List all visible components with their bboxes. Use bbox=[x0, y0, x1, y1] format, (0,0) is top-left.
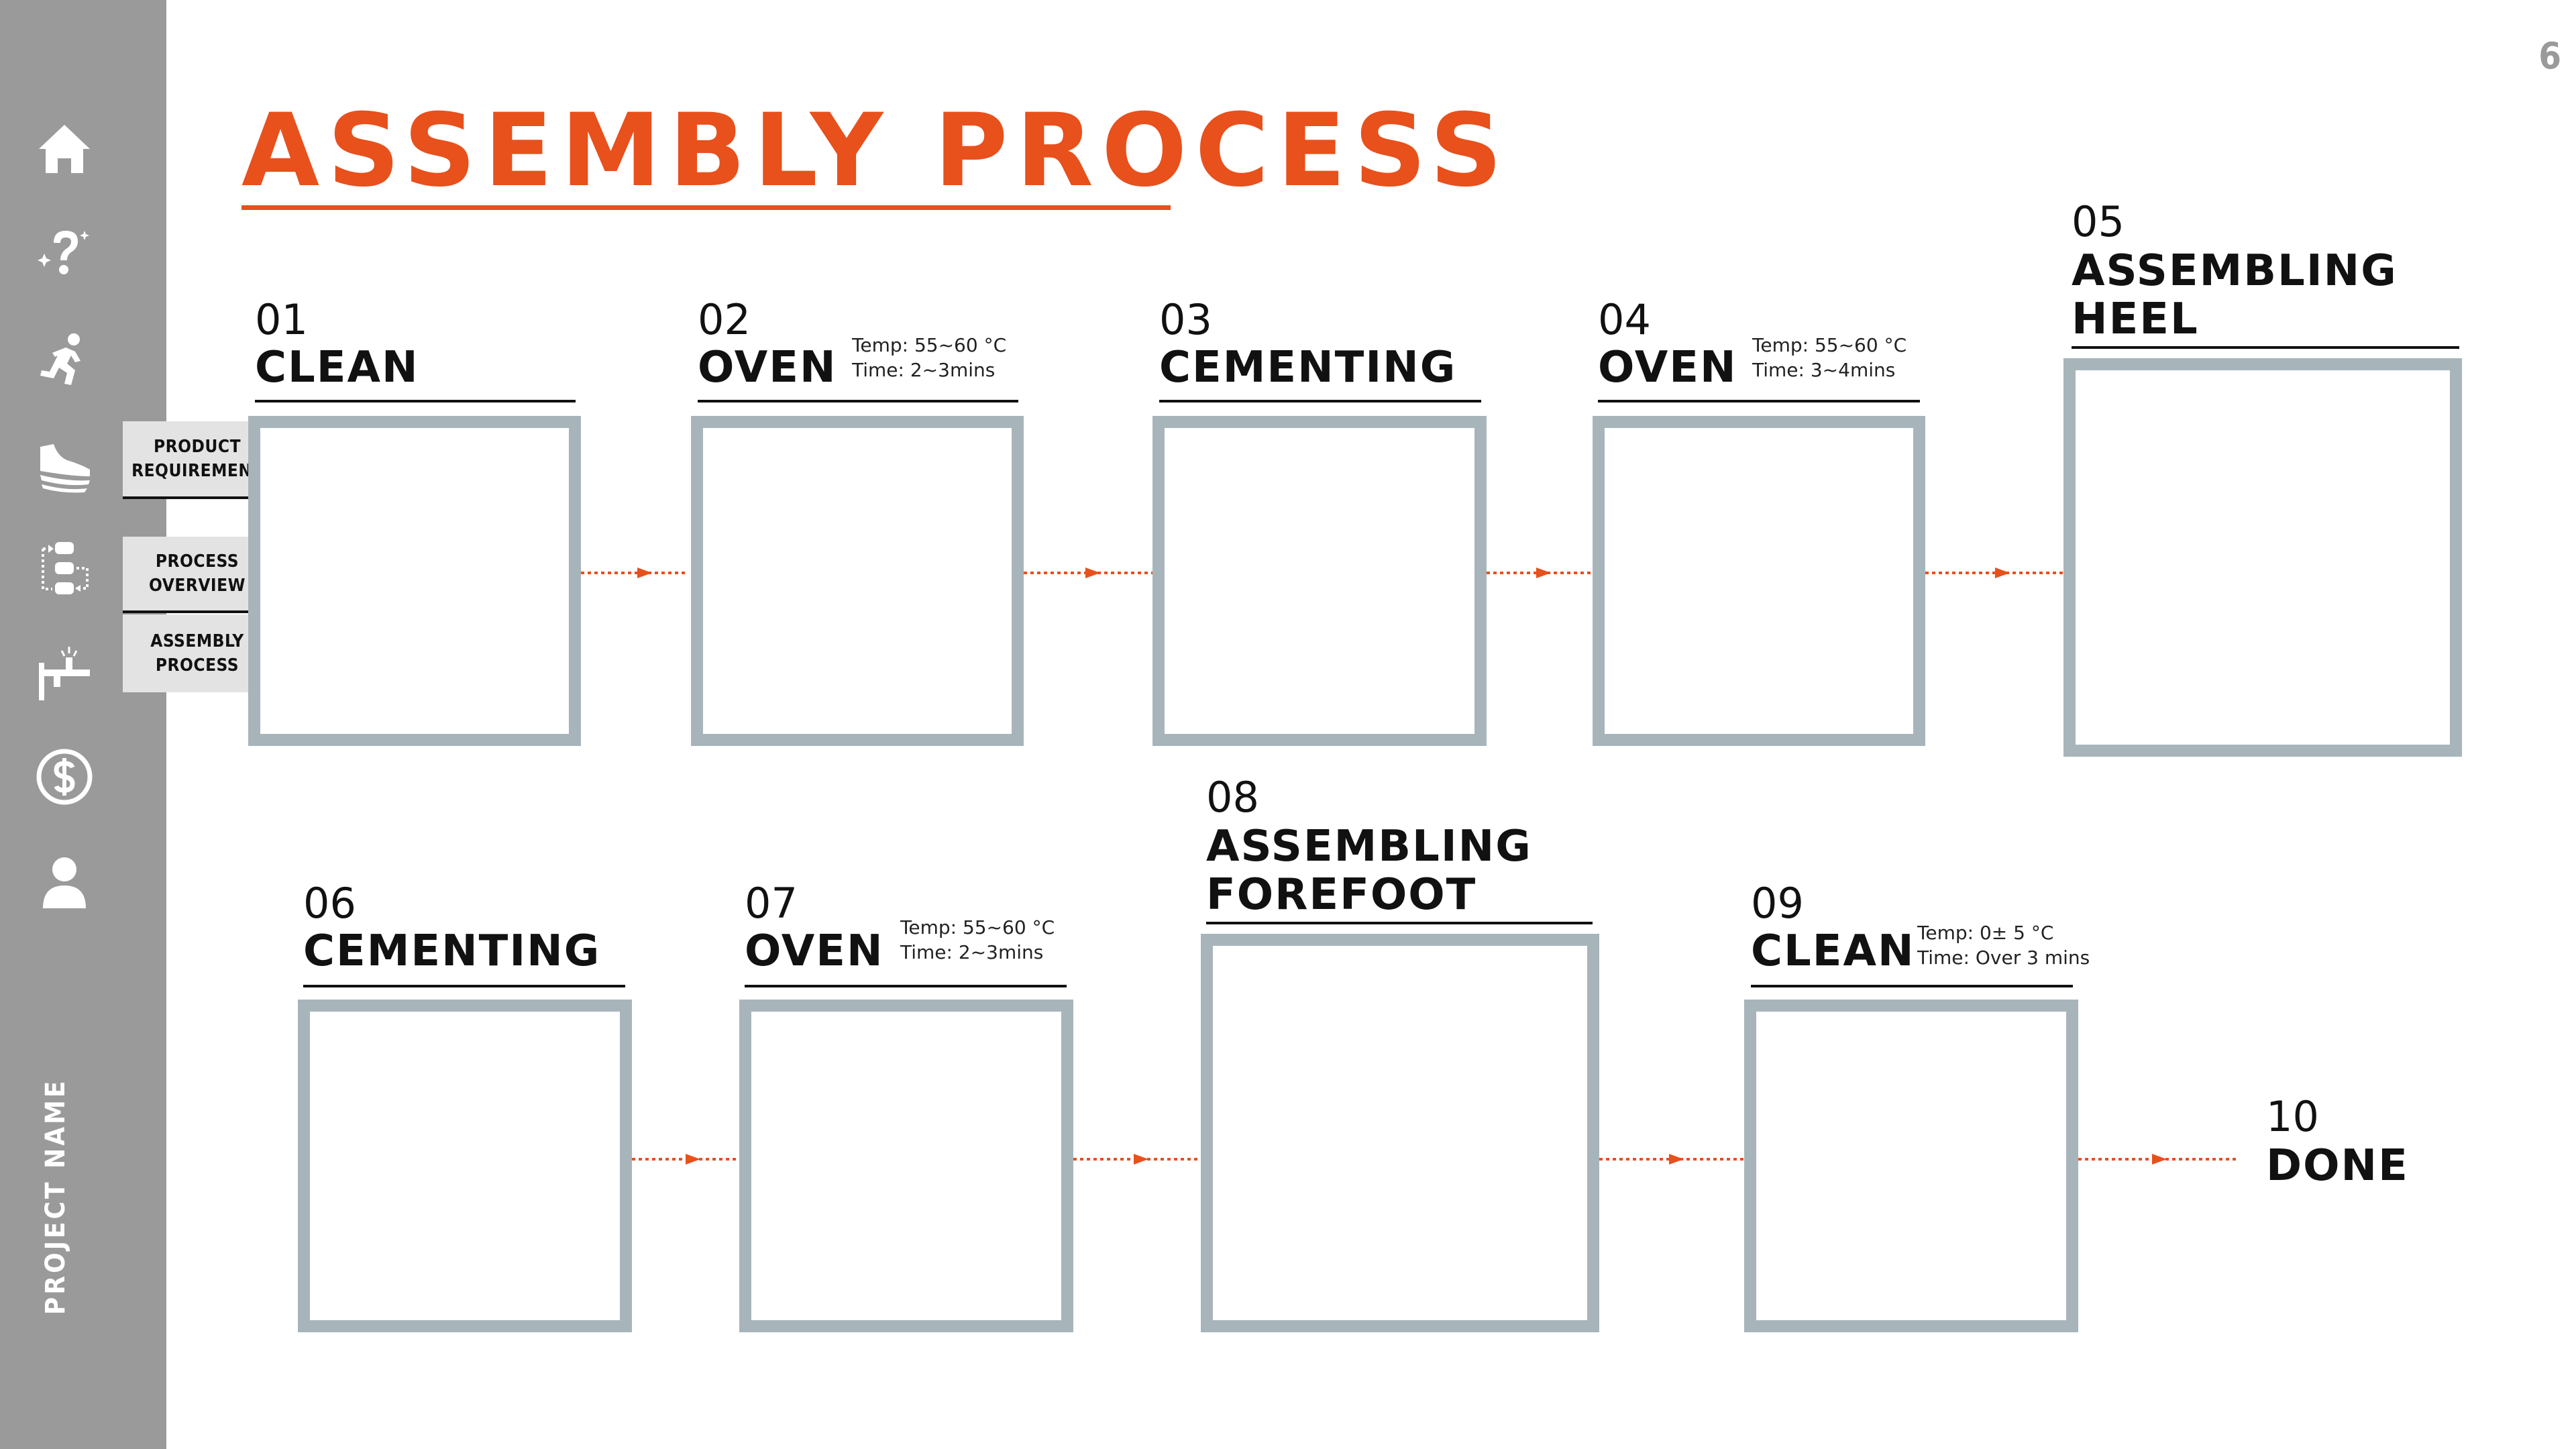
step-number: 06 bbox=[303, 879, 356, 928]
step-underline bbox=[1751, 985, 2073, 987]
step-temp: Temp: 0± 5 °C bbox=[1917, 922, 2054, 944]
title-underline bbox=[241, 205, 1171, 210]
step-name-line1: ASSEMBLING bbox=[1206, 822, 1532, 871]
subnav-label: OVERVIEW bbox=[149, 576, 246, 596]
step-name-line2: HEEL bbox=[2072, 294, 2199, 344]
step-underline bbox=[1598, 400, 1920, 402]
step-name: OVEN bbox=[745, 926, 884, 976]
user-icon[interactable] bbox=[34, 852, 95, 914]
subnav-label: PRODUCT bbox=[153, 437, 241, 457]
step-image-placeholder[interactable] bbox=[298, 1000, 632, 1332]
step-number: 10 bbox=[2266, 1092, 2319, 1141]
step-time: Time: Over 3 mins bbox=[1917, 947, 2090, 969]
step-number: 03 bbox=[1159, 295, 1212, 344]
step-temp: Temp: 55~60 °C bbox=[852, 334, 1007, 356]
step-temp: Temp: 55~60 °C bbox=[900, 916, 1055, 938]
step-time: Time: 3~4mins bbox=[1752, 359, 1896, 381]
step-underline bbox=[1206, 922, 1593, 924]
step-image-placeholder[interactable] bbox=[1201, 934, 1599, 1332]
step-name: CLEAN bbox=[1751, 926, 1915, 976]
process-flow-icon[interactable] bbox=[34, 538, 95, 600]
step-number: 04 bbox=[1598, 295, 1651, 344]
home-icon[interactable] bbox=[34, 118, 95, 180]
step-name: CEMENTING bbox=[1159, 343, 1457, 392]
subnav-divider bbox=[123, 610, 272, 613]
sidebar: PROJECT NAME bbox=[0, 0, 166, 1449]
subnav-process-overview[interactable]: PROCESS OVERVIEW bbox=[123, 537, 272, 610]
step-image-placeholder[interactable] bbox=[1152, 416, 1487, 746]
subnav-label: ASSEMBLY bbox=[150, 631, 244, 651]
subnav-divider bbox=[123, 496, 272, 499]
step-temp: Temp: 55~60 °C bbox=[1752, 334, 1907, 356]
step-underline bbox=[698, 400, 1018, 402]
step-number: 02 bbox=[698, 295, 751, 344]
step-name: OVEN bbox=[1598, 343, 1737, 392]
step-name-line1: ASSEMBLING bbox=[2072, 246, 2398, 296]
step-number: 07 bbox=[745, 879, 798, 928]
runner-icon[interactable] bbox=[34, 329, 95, 390]
assembly-tool-icon[interactable] bbox=[34, 643, 95, 704]
step-time: Time: 2~3mins bbox=[900, 941, 1044, 963]
step-number: 09 bbox=[1751, 879, 1804, 928]
step-underline bbox=[1159, 400, 1481, 402]
flow-arrow bbox=[1487, 565, 1593, 581]
flow-arrow bbox=[632, 1151, 742, 1167]
step-image-placeholder[interactable] bbox=[691, 416, 1024, 746]
subnav-label: PROCESS bbox=[155, 551, 239, 572]
flow-arrow bbox=[1599, 1151, 1747, 1167]
step-name: OVEN bbox=[698, 343, 837, 392]
step-name: CLEAN bbox=[255, 343, 419, 392]
shoe-icon[interactable] bbox=[34, 433, 95, 495]
flow-arrow bbox=[581, 565, 688, 581]
step-image-placeholder[interactable] bbox=[248, 416, 581, 746]
subnav-label: REQUIREMENT bbox=[131, 461, 263, 481]
step-image-placeholder[interactable] bbox=[1593, 416, 1925, 746]
question-icon[interactable] bbox=[34, 223, 95, 284]
flow-arrow bbox=[2078, 1151, 2237, 1167]
step-image-placeholder[interactable] bbox=[739, 1000, 1073, 1332]
step-underline bbox=[303, 985, 625, 987]
flow-arrow bbox=[1024, 565, 1155, 581]
flow-arrow bbox=[1073, 1151, 1201, 1167]
step-time: Time: 2~3mins bbox=[852, 359, 996, 381]
subnav-assembly-process[interactable]: ASSEMBLY PROCESS bbox=[123, 614, 272, 692]
step-image-placeholder[interactable] bbox=[2063, 358, 2462, 757]
project-name: PROJECT NAME bbox=[40, 1078, 71, 1316]
step-number: 08 bbox=[1206, 773, 1259, 822]
subnav-product-requirement[interactable]: PRODUCT REQUIREMENT bbox=[123, 421, 272, 496]
step-name: DONE bbox=[2266, 1141, 2409, 1191]
step-name: CEMENTING bbox=[303, 926, 601, 976]
page-number: 6 bbox=[2538, 35, 2561, 77]
subnav-label: PROCESS bbox=[155, 655, 239, 676]
flow-arrow bbox=[1925, 565, 2063, 581]
step-number: 01 bbox=[255, 295, 308, 344]
step-underline bbox=[745, 985, 1067, 987]
step-name-line2: FOREFOOT bbox=[1206, 870, 1477, 920]
step-underline bbox=[255, 400, 576, 402]
step-image-placeholder[interactable] bbox=[1744, 1000, 2078, 1332]
step-underline bbox=[2072, 346, 2459, 349]
dollar-icon[interactable] bbox=[34, 746, 95, 808]
step-number: 05 bbox=[2072, 197, 2125, 246]
page-title: ASSEMBLY PROCESS bbox=[241, 93, 1511, 209]
